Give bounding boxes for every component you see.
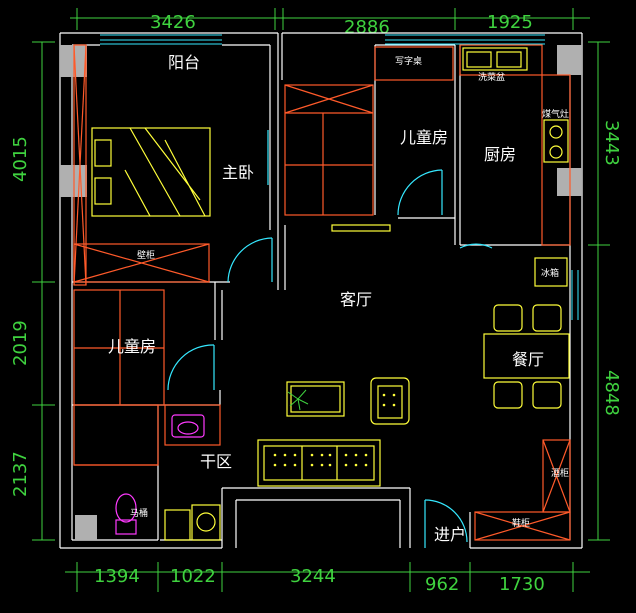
dimension-labels: 3426 2886 1925 1394 1022 3244 962 1730 4… <box>10 12 622 595</box>
label-wardrobe: 壁柜 <box>137 249 155 261</box>
windows <box>100 34 579 320</box>
room-labels: 阳台 主卧 儿童房 厨房 客厅 儿童房 餐厅 干区 进户 <box>108 53 544 544</box>
dim-bottom-1: 1394 <box>94 566 140 587</box>
label-gas-stove: 煤气灶 <box>542 108 569 120</box>
fixtures <box>91 47 570 541</box>
room-living: 客厅 <box>340 290 372 309</box>
sanitary <box>115 414 205 535</box>
dim-right-2: 4848 <box>601 370 622 416</box>
room-dry-area: 干区 <box>200 452 232 471</box>
label-desk: 写字桌 <box>395 55 422 67</box>
furniture <box>73 44 571 541</box>
dim-left-2: 2019 <box>10 320 31 366</box>
fixture-labels: 写字桌 洗菜盆 煤气灶 壁柜 冰箱 酒柜 马桶 鞋柜 <box>130 55 569 529</box>
sofa <box>257 439 381 487</box>
fridge <box>534 257 568 287</box>
coffee-table <box>286 381 345 417</box>
dim-top-1: 3426 <box>150 12 196 33</box>
bed <box>91 127 211 217</box>
label-shoe-cabinet: 鞋柜 <box>512 517 530 529</box>
room-master-bedroom: 主卧 <box>222 163 254 182</box>
room-dining: 餐厅 <box>512 350 544 369</box>
kitchen-sink <box>462 47 528 71</box>
dim-left-1: 4015 <box>10 136 31 182</box>
dim-bottom-2: 1022 <box>170 566 216 587</box>
room-kids-left: 儿童房 <box>108 337 156 356</box>
label-toilet: 马桶 <box>130 507 148 519</box>
label-fridge: 冰箱 <box>541 267 559 279</box>
plant-icon <box>287 389 309 411</box>
sofa-pattern <box>273 393 396 467</box>
dining-table <box>483 333 570 379</box>
dim-top-3: 1925 <box>487 12 533 33</box>
room-entrance: 进户 <box>434 525 466 544</box>
dim-bottom-3: 3244 <box>290 566 336 587</box>
doors <box>167 130 493 548</box>
dim-bottom-4: 962 <box>425 574 459 595</box>
armchair <box>370 377 410 425</box>
dim-top-2: 2886 <box>344 17 390 38</box>
room-kids-right: 儿童房 <box>400 128 448 147</box>
gas-stove <box>543 119 569 163</box>
room-kitchen: 厨房 <box>484 145 516 164</box>
dim-right-1: 3443 <box>601 120 622 166</box>
toilet <box>115 493 137 523</box>
label-wine-cabinet: 酒柜 <box>551 467 569 479</box>
label-sink: 洗菜盆 <box>478 71 505 83</box>
dim-bottom-5: 1730 <box>499 574 545 595</box>
dim-left-3: 2137 <box>10 451 31 497</box>
room-balcony: 阳台 <box>168 53 200 72</box>
dimension-lines <box>32 8 610 592</box>
wash-basin <box>171 414 205 438</box>
